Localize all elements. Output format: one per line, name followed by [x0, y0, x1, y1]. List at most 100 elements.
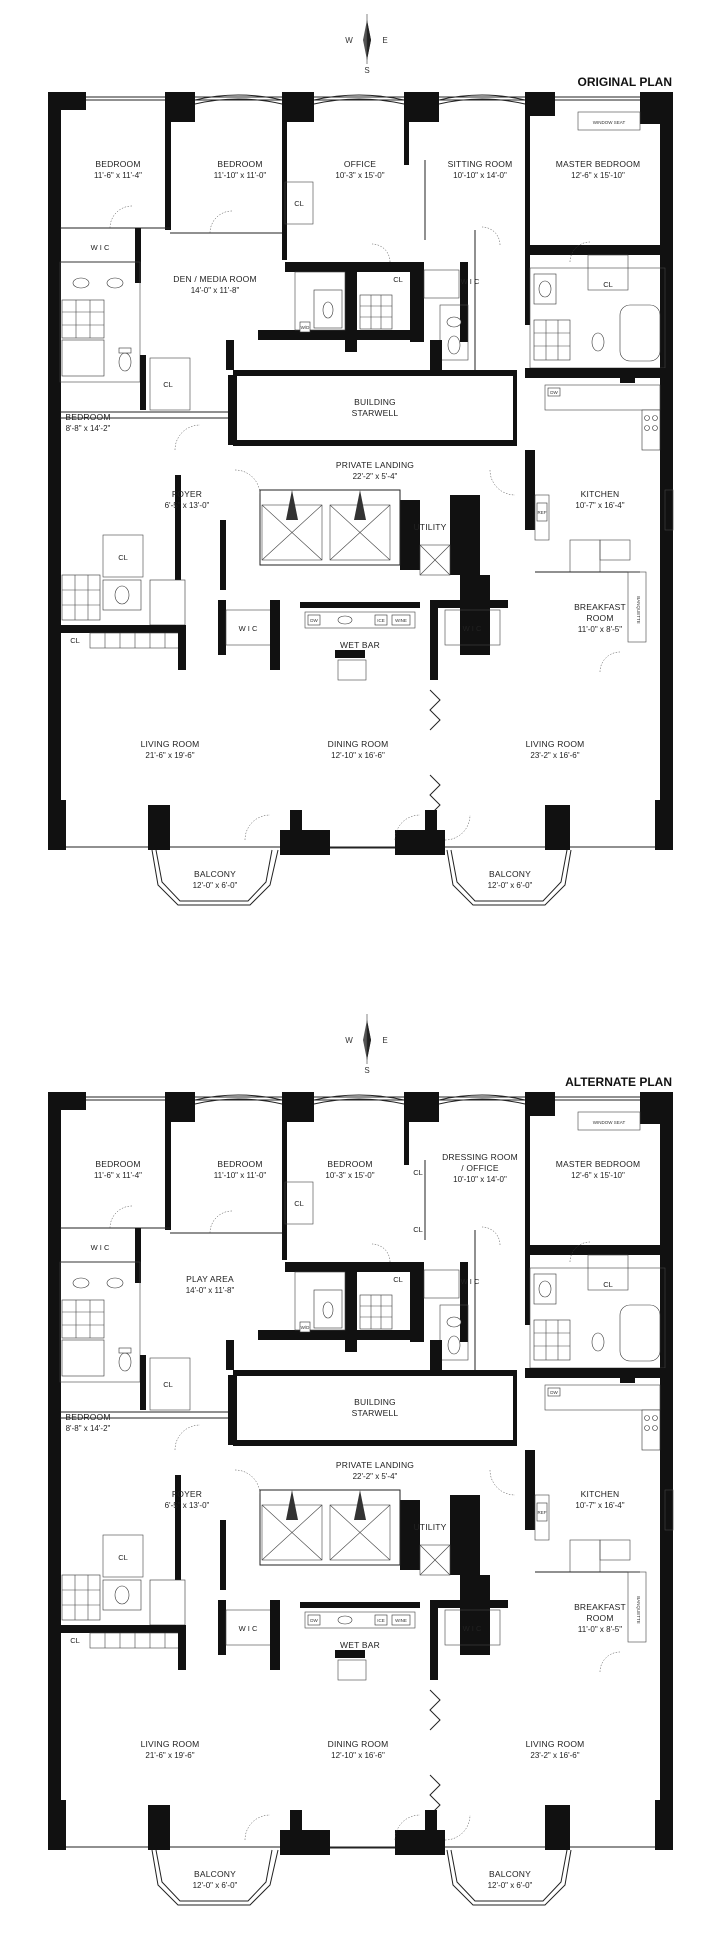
dining-room-label: DINING ROOM: [328, 1739, 389, 1749]
plan-title: ALTERNATE PLAN: [565, 1075, 672, 1089]
sitting-room-dim: 10'-10" x 14'-0": [453, 171, 507, 180]
wic-label: W I C: [239, 624, 258, 633]
stairwell-label: BUILDING: [354, 397, 396, 407]
balcony-2-dim: 12'-0" x 6'-0": [488, 881, 533, 890]
bedroom-3-label: BEDROOM: [65, 1412, 110, 1422]
bedroom-2-label: BEDROOM: [217, 1159, 262, 1169]
balcony-1-label: BALCONY: [194, 869, 236, 879]
closet-label: CL: [118, 1553, 128, 1562]
foyer-dim: 6'-5" x 13'-0": [165, 501, 210, 510]
floor-plan-drawing: [46, 1090, 675, 1907]
balcony-2-dim: 12'-0" x 6'-0": [488, 1881, 533, 1890]
kitchen-label: KITCHEN: [581, 489, 620, 499]
breakfast-label-2: ROOM: [586, 1613, 613, 1623]
foyer-dim: 6'-5" x 13'-0": [165, 1501, 210, 1510]
plan-title: ORIGINAL PLAN: [578, 75, 672, 89]
compass-icon: [362, 13, 372, 65]
living-room-2-dim: 23'-2" x 16'-6": [530, 751, 579, 760]
bedroom-2-dim: 11'-10" x 11'-0": [214, 1171, 267, 1180]
master-bedroom-label: MASTER BEDROOM: [556, 159, 641, 169]
closet-label: CL: [294, 1199, 304, 1208]
closet-labels: CL CL CL CL CL CL W I C W I C W I C W I …: [70, 120, 625, 645]
wic-label: W I C: [463, 624, 482, 633]
living-room-1-label: LIVING ROOM: [141, 1739, 200, 1749]
wic-label: W I C: [461, 277, 480, 286]
bedroom-4-label: BEDROOM: [327, 1159, 372, 1169]
closet-label: CL: [70, 1636, 80, 1645]
balcony-1-label: BALCONY: [194, 1869, 236, 1879]
stairwell-label-2: STARWELL: [352, 408, 399, 418]
bedroom-4-dim: 10'-3" x 15'-0": [325, 1171, 374, 1180]
play-area-dim: 14'-0" x 11'-8": [186, 1286, 235, 1295]
living-room-2-dim: 23'-2" x 16'-6": [530, 1751, 579, 1760]
window-seat-label: WINDOW SEAT: [593, 1120, 626, 1125]
closet-label: CL: [294, 199, 304, 208]
den-dim: 14'-0" x 11'-8": [191, 286, 240, 295]
stairwell-label-2: STARWELL: [352, 1408, 399, 1418]
master-bedroom-dim: 12'-6" x 15'-10": [571, 1171, 625, 1180]
closet-labels: CL CL CL CL CL CL CL CL W I C W I C W I …: [70, 1120, 625, 1645]
sitting-room-label: SITTING ROOM: [448, 159, 513, 169]
closet-label: CL: [393, 275, 403, 284]
wic-label: W I C: [463, 1624, 482, 1633]
closet-label: CL: [413, 1225, 423, 1234]
compass-s: S: [364, 66, 369, 75]
kitchen-label: KITCHEN: [581, 1489, 620, 1499]
balcony-2-label: BALCONY: [489, 1869, 531, 1879]
compass-e: E: [382, 36, 387, 45]
bedroom-3-dim: 8'-8" x 14'-2": [66, 1424, 111, 1433]
living-room-2-label: LIVING ROOM: [526, 739, 585, 749]
private-landing-dim: 22'-2" x 5'-4": [353, 1472, 398, 1481]
living-room-1-dim: 21'-6" x 19'-6": [145, 1751, 194, 1760]
breakfast-label: BREAKFAST: [574, 1602, 626, 1612]
bedroom-1-label: BEDROOM: [95, 159, 140, 169]
office-dim: 10'-3" x 15'-0": [335, 171, 384, 180]
dressing-room-dim: 10'-10" x 14'-0": [453, 1175, 507, 1184]
bedroom-1-dim: 11'-6" x 11'-4": [94, 171, 142, 180]
balcony-1-dim: 12'-0" x 6'-0": [193, 1881, 238, 1890]
compass-icon: [362, 1013, 372, 1065]
wet-bar-label: WET BAR: [340, 640, 380, 650]
closet-label: CL: [413, 1168, 423, 1177]
closet-label: CL: [163, 380, 173, 389]
living-room-1-dim: 21'-6" x 19'-6": [145, 751, 194, 760]
living-room-2-label: LIVING ROOM: [526, 1739, 585, 1749]
closet-label: CL: [393, 1275, 403, 1284]
compass-s: S: [364, 1066, 369, 1075]
utility-label: UTILITY: [413, 1522, 446, 1532]
wic-label: W I C: [91, 1243, 110, 1252]
dressing-room-label: DRESSING ROOM: [442, 1152, 518, 1162]
room-labels: BEDROOM 11'-6" x 11'-4" BEDROOM 11'-10" …: [65, 1152, 640, 1890]
breakfast-dim: 11'-0" x 8'-5": [578, 625, 622, 634]
bedroom-2-dim: 11'-10" x 11'-0": [214, 171, 267, 180]
dining-room-dim: 12'-10" x 16'-6": [331, 1751, 385, 1760]
wic-label: W I C: [461, 1277, 480, 1286]
office-label: OFFICE: [344, 159, 376, 169]
stairwell-label: BUILDING: [354, 1397, 396, 1407]
compass-alternate: W E S: [345, 1013, 388, 1075]
utility-label: UTILITY: [413, 522, 446, 532]
closet-label: CL: [70, 636, 80, 645]
kitchen-dim: 10'-7" x 16'-4": [575, 1501, 624, 1510]
master-bedroom-dim: 12'-6" x 15'-10": [571, 171, 625, 180]
compass-w: W: [345, 36, 353, 45]
bedroom-1-label: BEDROOM: [95, 1159, 140, 1169]
private-landing-label: PRIVATE LANDING: [336, 460, 414, 470]
closet-label: CL: [603, 1280, 613, 1289]
dining-room-label: DINING ROOM: [328, 739, 389, 749]
dining-room-dim: 12'-10" x 16'-6": [331, 751, 385, 760]
foyer-label: FOYER: [172, 1489, 202, 1499]
original-plan: W E S ORIGINAL PLAN BEDROOM 11'-6" x 11'…: [46, 13, 675, 907]
bedroom-3-label: BEDROOM: [65, 412, 110, 422]
master-bedroom-label: MASTER BEDROOM: [556, 1159, 641, 1169]
balcony-2-label: BALCONY: [489, 869, 531, 879]
private-landing-label: PRIVATE LANDING: [336, 1460, 414, 1470]
foyer-label: FOYER: [172, 489, 202, 499]
window-seat-label: WINDOW SEAT: [593, 120, 626, 125]
closet-label: CL: [118, 553, 128, 562]
breakfast-dim: 11'-0" x 8'-5": [578, 1625, 622, 1634]
den-label: DEN / MEDIA ROOM: [173, 274, 257, 284]
bedroom-3-dim: 8'-8" x 14'-2": [66, 424, 111, 433]
compass-e: E: [382, 1036, 387, 1045]
